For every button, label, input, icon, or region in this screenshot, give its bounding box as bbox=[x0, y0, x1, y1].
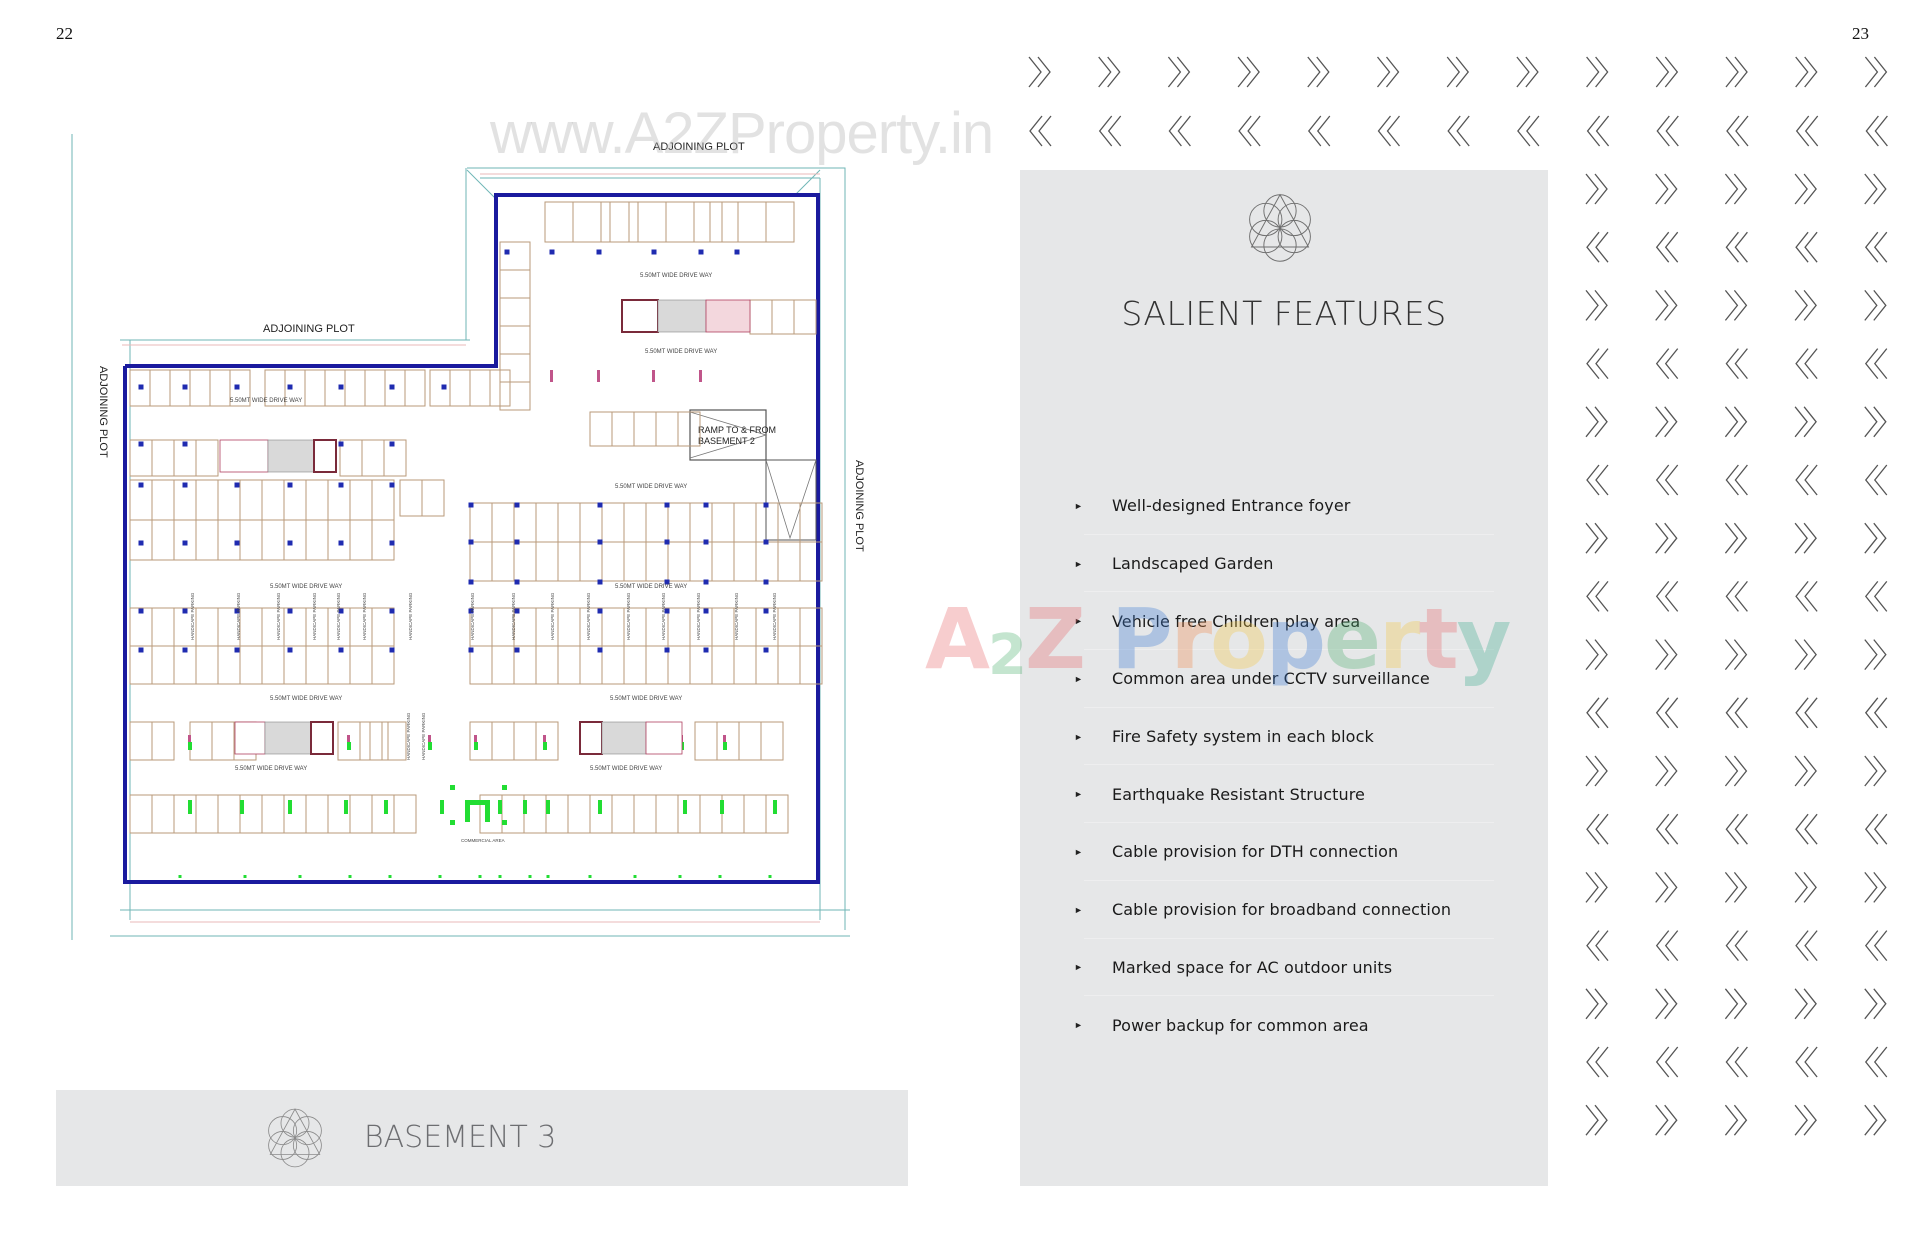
svg-text:5.50MT WIDE DRIVE WAY: 5.50MT WIDE DRIVE WAY bbox=[645, 349, 717, 355]
feature-item: ►Cable provision for DTH connection bbox=[1074, 823, 1494, 881]
ramp-to-basement-2: RAMP TO & FROM BASEMENT 2 bbox=[689, 409, 817, 541]
feature-item: ►Well-designed Entrance foyer bbox=[1074, 477, 1494, 535]
features-heading: SALIENT FEATURES bbox=[1121, 294, 1447, 333]
svg-text:HANDICAPE PARKING: HANDICAPE PARKING bbox=[190, 592, 195, 640]
flower-of-life-icon bbox=[1249, 193, 1311, 262]
bullet-arrow-icon: ► bbox=[1074, 558, 1083, 569]
label-adjoining-top: ADJOINING PLOT bbox=[653, 141, 745, 153]
bullet-arrow-icon: ► bbox=[1074, 1020, 1083, 1031]
bullet-arrow-icon: ► bbox=[1074, 673, 1083, 684]
feature-item: ►Fire Safety system in each block bbox=[1074, 708, 1494, 766]
svg-text:HANDICAPE PARKING: HANDICAPE PARKING bbox=[550, 592, 555, 640]
basement-boundary bbox=[123, 193, 820, 884]
svg-text:HANDICAPE PARKING: HANDICAPE PARKING bbox=[772, 592, 777, 640]
bullet-arrow-icon: ► bbox=[1074, 789, 1083, 800]
bullet-arrow-icon: ► bbox=[1074, 731, 1083, 742]
svg-text:HANDICAPE PARKING: HANDICAPE PARKING bbox=[421, 712, 426, 760]
svg-text:HANDICAPE PARKING: HANDICAPE PARKING bbox=[236, 592, 241, 640]
svg-text:HANDICAPE PARKING: HANDICAPE PARKING bbox=[408, 592, 413, 640]
feature-item: ►Common area under CCTV surveillance bbox=[1074, 650, 1494, 708]
svg-text:5.50MT WIDE DRIVE WAY: 5.50MT WIDE DRIVE WAY bbox=[590, 766, 662, 772]
svg-text:HANDICAPE PARKING: HANDICAPE PARKING bbox=[336, 592, 341, 640]
svg-text:HANDICAPE PARKING: HANDICAPE PARKING bbox=[661, 592, 666, 640]
salient-features-panel: SALIENT FEATURES ►Well-designed Entrance… bbox=[1020, 170, 1548, 1186]
label-adjoining-upper-left: ADJOINING PLOT bbox=[263, 323, 355, 335]
bullet-arrow-icon: ► bbox=[1074, 846, 1083, 857]
page-number-left: 22 bbox=[56, 24, 73, 43]
basement-title: BASEMENT 3 bbox=[364, 1120, 557, 1155]
feature-item: ►Cable provision for broadband connectio… bbox=[1074, 881, 1494, 939]
features-list: ►Well-designed Entrance foyer ►Landscape… bbox=[1074, 477, 1494, 1054]
svg-text:HANDICAPE PARKING: HANDICAPE PARKING bbox=[276, 592, 281, 640]
feature-item: ►Power backup for common area bbox=[1074, 1015, 1369, 1035]
basement-floor-plan: ADJOINING PLOT ADJOINING PLOT ADJOINING … bbox=[70, 130, 900, 940]
bullet-arrow-icon: ► bbox=[1074, 500, 1083, 511]
basement-title-banner: BASEMENT 3 bbox=[56, 1090, 908, 1186]
svg-text:5.50MT WIDE DRIVE WAY: 5.50MT WIDE DRIVE WAY bbox=[270, 696, 342, 702]
svg-text:HANDICAPE PARKING: HANDICAPE PARKING bbox=[406, 712, 411, 760]
bullet-arrow-icon: ► bbox=[1074, 904, 1083, 915]
svg-text:HANDICAPE PARKING: HANDICAPE PARKING bbox=[696, 592, 701, 640]
svg-text:HANDICAPE PARKING: HANDICAPE PARKING bbox=[312, 592, 317, 640]
svg-text:COMMERCIAL AREA: COMMERCIAL AREA bbox=[461, 838, 505, 843]
bullet-arrow-icon: ► bbox=[1074, 616, 1083, 627]
svg-text:HANDICAPE PARKING: HANDICAPE PARKING bbox=[626, 592, 631, 640]
flower-of-life-icon bbox=[268, 1108, 322, 1168]
feature-item: ►Landscaped Garden bbox=[1074, 535, 1494, 593]
floor-plan-drawing: ADJOINING PLOT ADJOINING PLOT ADJOINING … bbox=[71, 134, 865, 940]
svg-text:5.50MT WIDE DRIVE WAY: 5.50MT WIDE DRIVE WAY bbox=[640, 273, 712, 279]
feature-item: ►Marked space for AC outdoor units bbox=[1074, 939, 1494, 997]
svg-text:5.50MT WIDE DRIVE WAY: 5.50MT WIDE DRIVE WAY bbox=[610, 696, 682, 702]
svg-text:BASEMENT 2: BASEMENT 2 bbox=[698, 436, 755, 446]
page-number-right: 23 bbox=[1852, 24, 1869, 43]
svg-text:5.50MT WIDE DRIVE WAY: 5.50MT WIDE DRIVE WAY bbox=[235, 766, 307, 772]
label-adjoining-right: ADJOINING PLOT bbox=[853, 460, 865, 552]
label-adjoining-left: ADJOINING PLOT bbox=[97, 366, 109, 458]
svg-text:5.50MT WIDE DRIVE WAY: 5.50MT WIDE DRIVE WAY bbox=[270, 584, 342, 590]
svg-text:5.50MT WIDE DRIVE WAY: 5.50MT WIDE DRIVE WAY bbox=[615, 584, 687, 590]
bullet-arrow-icon: ► bbox=[1074, 962, 1083, 973]
svg-text:HANDICAPE PARKING: HANDICAPE PARKING bbox=[362, 592, 367, 640]
svg-text:RAMP TO & FROM: RAMP TO & FROM bbox=[698, 425, 776, 435]
feature-item: ►Vehicle free Children play area bbox=[1074, 592, 1494, 650]
svg-text:5.50MT WIDE DRIVE WAY: 5.50MT WIDE DRIVE WAY bbox=[230, 398, 302, 404]
feature-item: ►Earthquake Resistant Structure bbox=[1074, 765, 1494, 823]
svg-text:HANDICAPE PARKING: HANDICAPE PARKING bbox=[511, 592, 516, 640]
svg-text:HANDICAPE PARKING: HANDICAPE PARKING bbox=[734, 592, 739, 640]
svg-text:HANDICAPE PARKING: HANDICAPE PARKING bbox=[470, 592, 475, 640]
svg-text:5.50MT WIDE DRIVE WAY: 5.50MT WIDE DRIVE WAY bbox=[615, 484, 687, 490]
svg-text:HANDICAPE PARKING: HANDICAPE PARKING bbox=[586, 592, 591, 640]
